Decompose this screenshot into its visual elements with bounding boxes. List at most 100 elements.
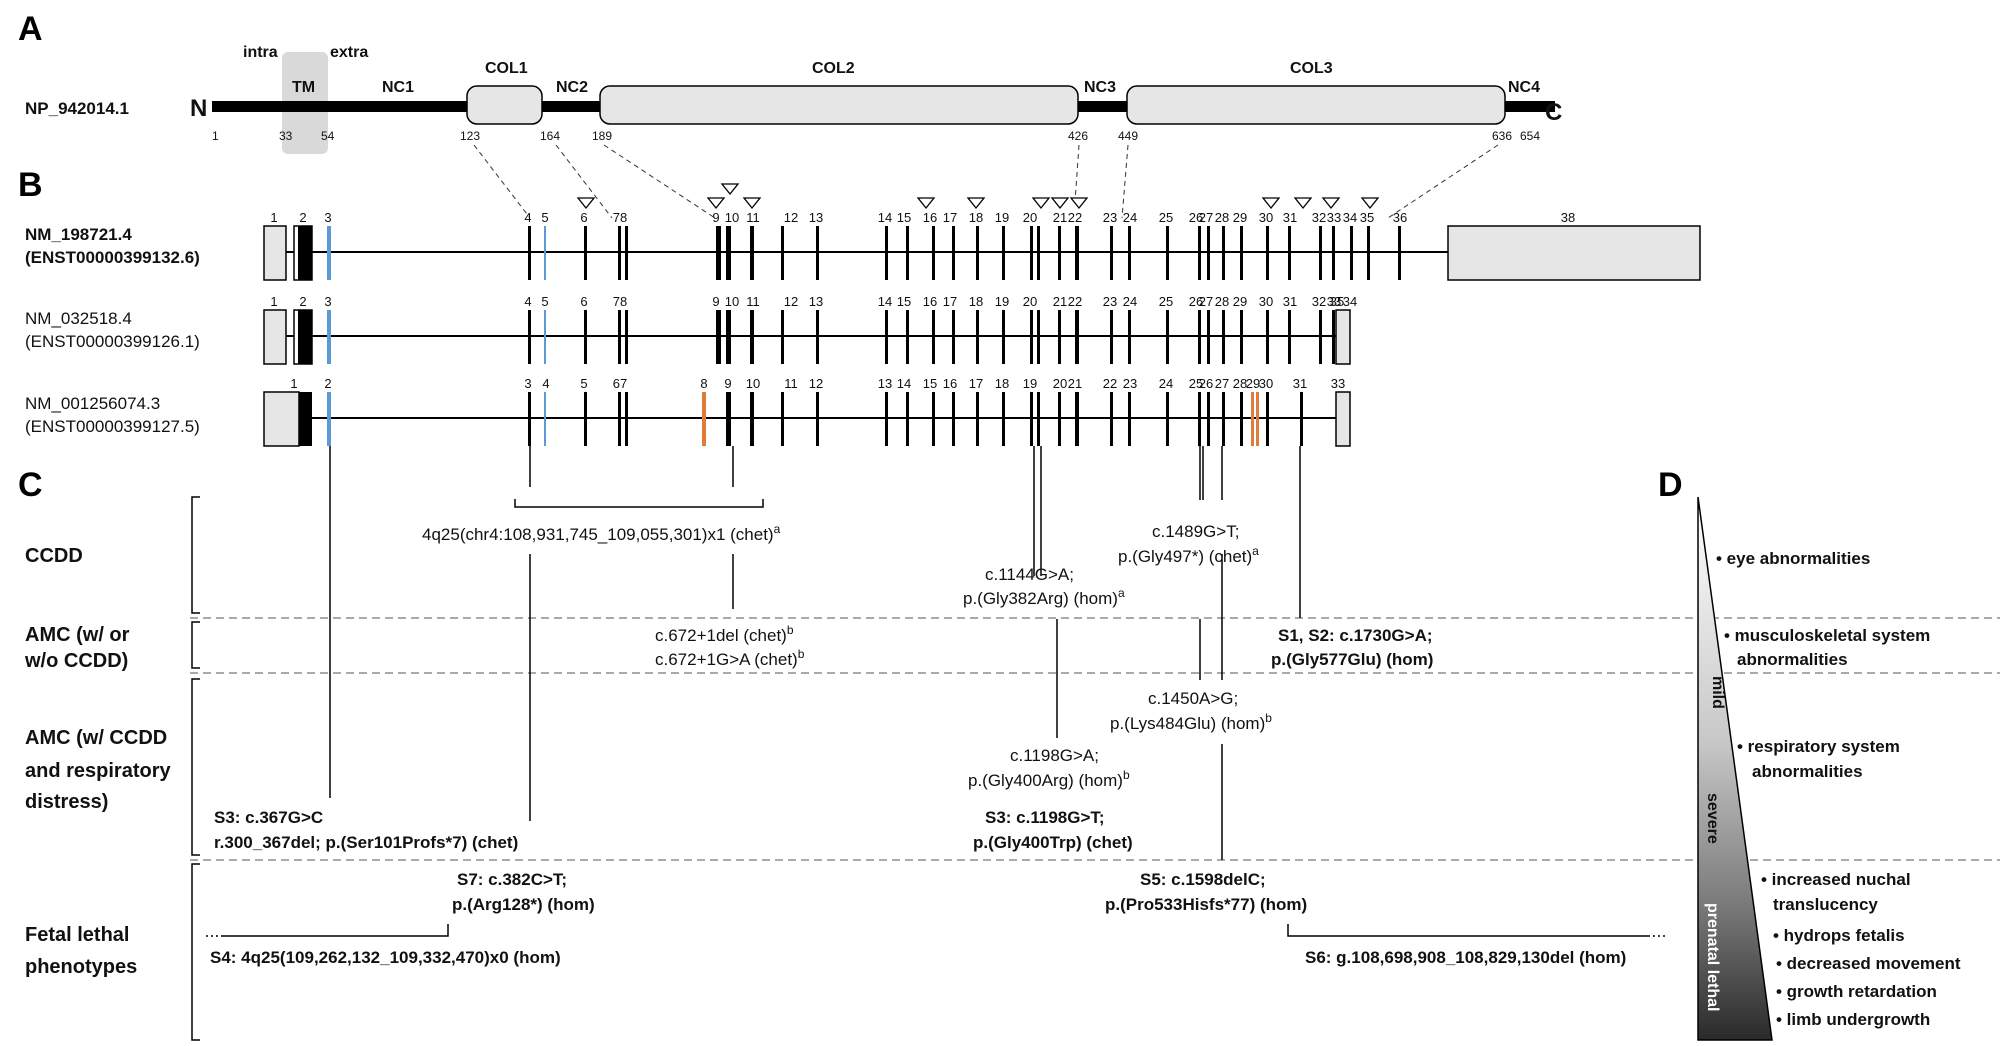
panel-label-a: A: [18, 10, 43, 48]
variant-site-marker: [720, 183, 740, 196]
exon: [932, 392, 935, 446]
exon: [1002, 310, 1005, 364]
exon-number: 6: [580, 210, 587, 225]
exon-number: 12: [809, 376, 823, 391]
exon-number: 34: [1343, 294, 1357, 309]
exon-number: 25: [1159, 210, 1173, 225]
exon: [1288, 226, 1291, 280]
variant-site-marker: [1293, 197, 1313, 210]
exon-number: 14: [878, 210, 892, 225]
exon: [1350, 226, 1353, 280]
exon-number: 24: [1123, 294, 1137, 309]
domain-col2-box: [599, 85, 1079, 125]
pos-654: 654: [1520, 129, 1540, 143]
exon: [1128, 310, 1131, 364]
exon: [781, 310, 784, 364]
exon-number: 18: [969, 294, 983, 309]
exon: [816, 226, 819, 280]
variant-c1489-line1: c.1489G>T;: [1152, 522, 1239, 541]
transcript-3-name: NM_001256074.3: [25, 394, 160, 413]
variant-s1s2-line1: S1, S2: c.1730G>A;: [1278, 626, 1433, 645]
variant-4q25-del: 4q25(chr4:108,931,745_109,055,301)x1 (ch…: [422, 522, 781, 544]
protein-name: NP_942014.1: [25, 99, 129, 118]
exon: [952, 310, 955, 364]
panel-label-b: B: [18, 166, 43, 204]
exon: [906, 226, 909, 280]
exon: [976, 310, 979, 364]
variant-s3-c367-line1: S3: c.367G>C: [214, 808, 323, 827]
exon: [1256, 392, 1259, 446]
exon-number: 29: [1233, 294, 1247, 309]
domain-nc3: NC3: [1084, 79, 1116, 96]
exon-number: 13: [809, 210, 823, 225]
exon: [750, 310, 754, 364]
exon: [1207, 226, 1210, 280]
transcript-1-ensembl: (ENST00000399132.6): [25, 248, 200, 267]
severity-prenatal-lethal: prenatal lethal: [1704, 903, 1721, 1011]
variant-c1450-line1: c.1450A>G;: [1148, 689, 1238, 708]
exon: [327, 226, 331, 280]
exon-number: 3: [324, 210, 331, 225]
exon-number: 14: [897, 376, 911, 391]
exon: [1037, 310, 1040, 364]
variant-s3-c367-line2: r.300_367del; p.(Ser101Profs*7) (chet): [214, 833, 518, 852]
exon: [750, 226, 754, 280]
exon-number: 20: [1023, 210, 1037, 225]
extra-label: extra: [330, 44, 368, 61]
exon: [750, 392, 754, 446]
exon: [726, 310, 731, 364]
exon-number: 15: [897, 210, 911, 225]
feature-respiratory: • respiratory system: [1737, 737, 1900, 756]
feature-growth: • growth retardation: [1776, 982, 1937, 1001]
tm-label: TM: [292, 79, 315, 96]
exon-number: 14: [878, 294, 892, 309]
exon: [1166, 310, 1169, 364]
exon: [1058, 226, 1061, 280]
pos-636: 636: [1492, 129, 1512, 143]
phenotype-amc-resp-line1: AMC (w/ CCDD: [25, 727, 167, 749]
exon: [1166, 392, 1169, 446]
exon: [1110, 310, 1113, 364]
exon: [1075, 310, 1079, 364]
exon: [528, 310, 531, 364]
exon: [1266, 392, 1269, 446]
transcript-2-name: NM_032518.4: [25, 309, 132, 328]
exon-number: 21: [1053, 294, 1067, 309]
transcript-3-ensembl: (ENST00000399127.5): [25, 417, 200, 436]
exon-number: 4: [524, 210, 531, 225]
exon: [1075, 226, 1079, 280]
domain-nc1: NC1: [382, 79, 414, 96]
exon: [1319, 310, 1322, 364]
exon: [702, 392, 706, 446]
n-terminus: N: [190, 95, 207, 122]
exon-number: 22: [1103, 376, 1117, 391]
exon: [1128, 226, 1131, 280]
exon-number: 78: [613, 210, 627, 225]
panel-label-d: D: [1658, 466, 1683, 504]
phenotype-amc-resp-line3: distress): [25, 791, 108, 813]
severity-severe: severe: [1704, 793, 1721, 844]
exon-number: 10: [746, 376, 760, 391]
exon-number: 24: [1123, 210, 1137, 225]
variant-site-marker: [1050, 197, 1070, 210]
feature-respiratory-cont: abnormalities: [1752, 762, 1863, 781]
exon-number: 25: [1159, 294, 1173, 309]
exon-number: 16: [923, 210, 937, 225]
exon: [544, 226, 546, 280]
exon: [885, 392, 888, 446]
exon: [1058, 310, 1061, 364]
c-terminus: C: [1545, 99, 1562, 126]
exon-number: 27: [1199, 210, 1213, 225]
exon: [528, 392, 531, 446]
pos-54: 54: [321, 129, 335, 143]
exon-number: 16: [923, 294, 937, 309]
exon-number: 19: [995, 294, 1009, 309]
exon-number: 4: [542, 376, 549, 391]
transcript-2-ensembl: (ENST00000399126.1): [25, 332, 200, 351]
exon-number: 13: [878, 376, 892, 391]
utr-exon: [263, 391, 300, 447]
exon: [618, 392, 621, 446]
variant-s6: S6: g.108,698,908_108,829,130del (hom): [1305, 948, 1626, 967]
